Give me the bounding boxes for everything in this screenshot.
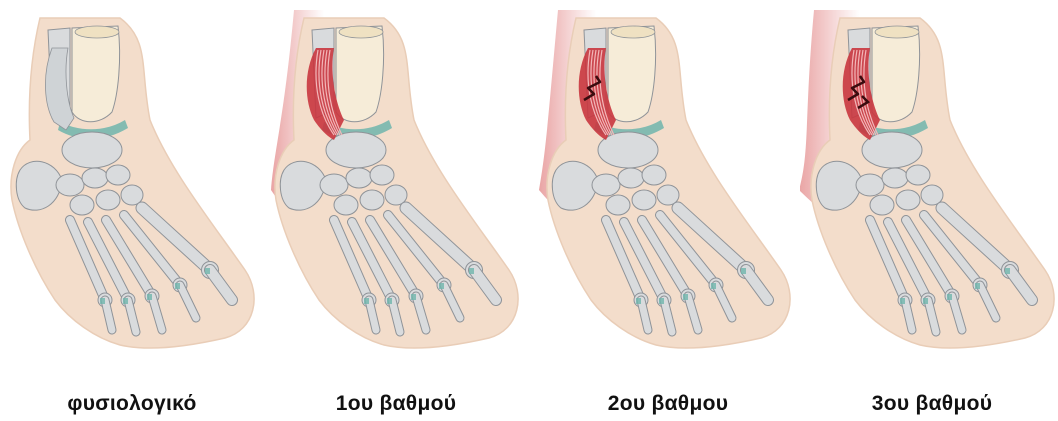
tarsal-bone [896,190,920,210]
tarsal-bone [334,195,358,215]
foot-panel-normal: φυσιολογικό [0,0,264,421]
tarsal-bone [106,165,130,185]
tibia-cut-surface [875,26,919,38]
tarsal-bone [320,174,348,196]
toe-cartilage [659,298,664,304]
foot-panel-grade-2: 2ου βαθμου [536,0,800,421]
talus [62,132,122,168]
tarsal-bone [82,168,108,188]
tarsal-bone [360,190,384,210]
toe-cartilage [636,298,641,304]
tarsal-bone [592,174,620,196]
tibia-cut-surface [75,26,119,38]
toe-cartilage [147,294,152,300]
toe-cartilage [683,294,688,300]
toe-cartilage [205,268,210,274]
toe-cartilage [711,283,716,289]
tarsal-bone [618,168,644,188]
tarsal-bone [56,174,84,196]
tarsal-bone [906,165,930,185]
toe-cartilage [439,283,444,289]
toe-cartilage [1005,268,1010,274]
tibia [72,26,120,122]
ankle-foot-illustration [0,0,264,370]
foot-panel-grade-1: 1ου βαθμού [264,0,528,421]
toe-cartilage [900,298,905,304]
toe-cartilage [741,268,746,274]
tarsal-bone [346,168,372,188]
ankle-foot-illustration [536,0,800,370]
tibia [872,26,920,122]
toe-cartilage [387,298,392,304]
tarsal-bone [882,168,908,188]
toe-cartilage [364,298,369,304]
panel-caption: 1ου βαθμού [264,392,528,416]
tarsal-bone [606,195,630,215]
tarsal-bone [70,195,94,215]
tarsal-bone [870,195,894,215]
tarsal-bone [642,165,666,185]
toe-cartilage [411,294,416,300]
toe-cartilage [100,298,105,304]
tarsal-bone [96,190,120,210]
tarsal-bone [632,190,656,210]
toe-cartilage [175,283,180,289]
tibia [608,26,656,122]
tarsal-bone [370,165,394,185]
ankle-foot-illustration [264,0,528,370]
panel-caption: 3ου βαθμού [800,392,1058,416]
tibia-cut-surface [339,26,383,38]
tibia-cut-surface [611,26,655,38]
tarsal-bone [856,174,884,196]
toe-cartilage [975,283,980,289]
toe-cartilage [923,298,928,304]
toe-cartilage [947,294,952,300]
toe-cartilage [123,298,128,304]
tibia [336,26,384,122]
foot-panel-grade-3: 3ου βαθμού [800,0,1058,421]
toe-cartilage [469,268,474,274]
panel-caption: 2ου βαθμου [536,392,800,416]
ankle-foot-illustration [800,0,1058,370]
panel-caption: φυσιολογικό [0,392,264,416]
